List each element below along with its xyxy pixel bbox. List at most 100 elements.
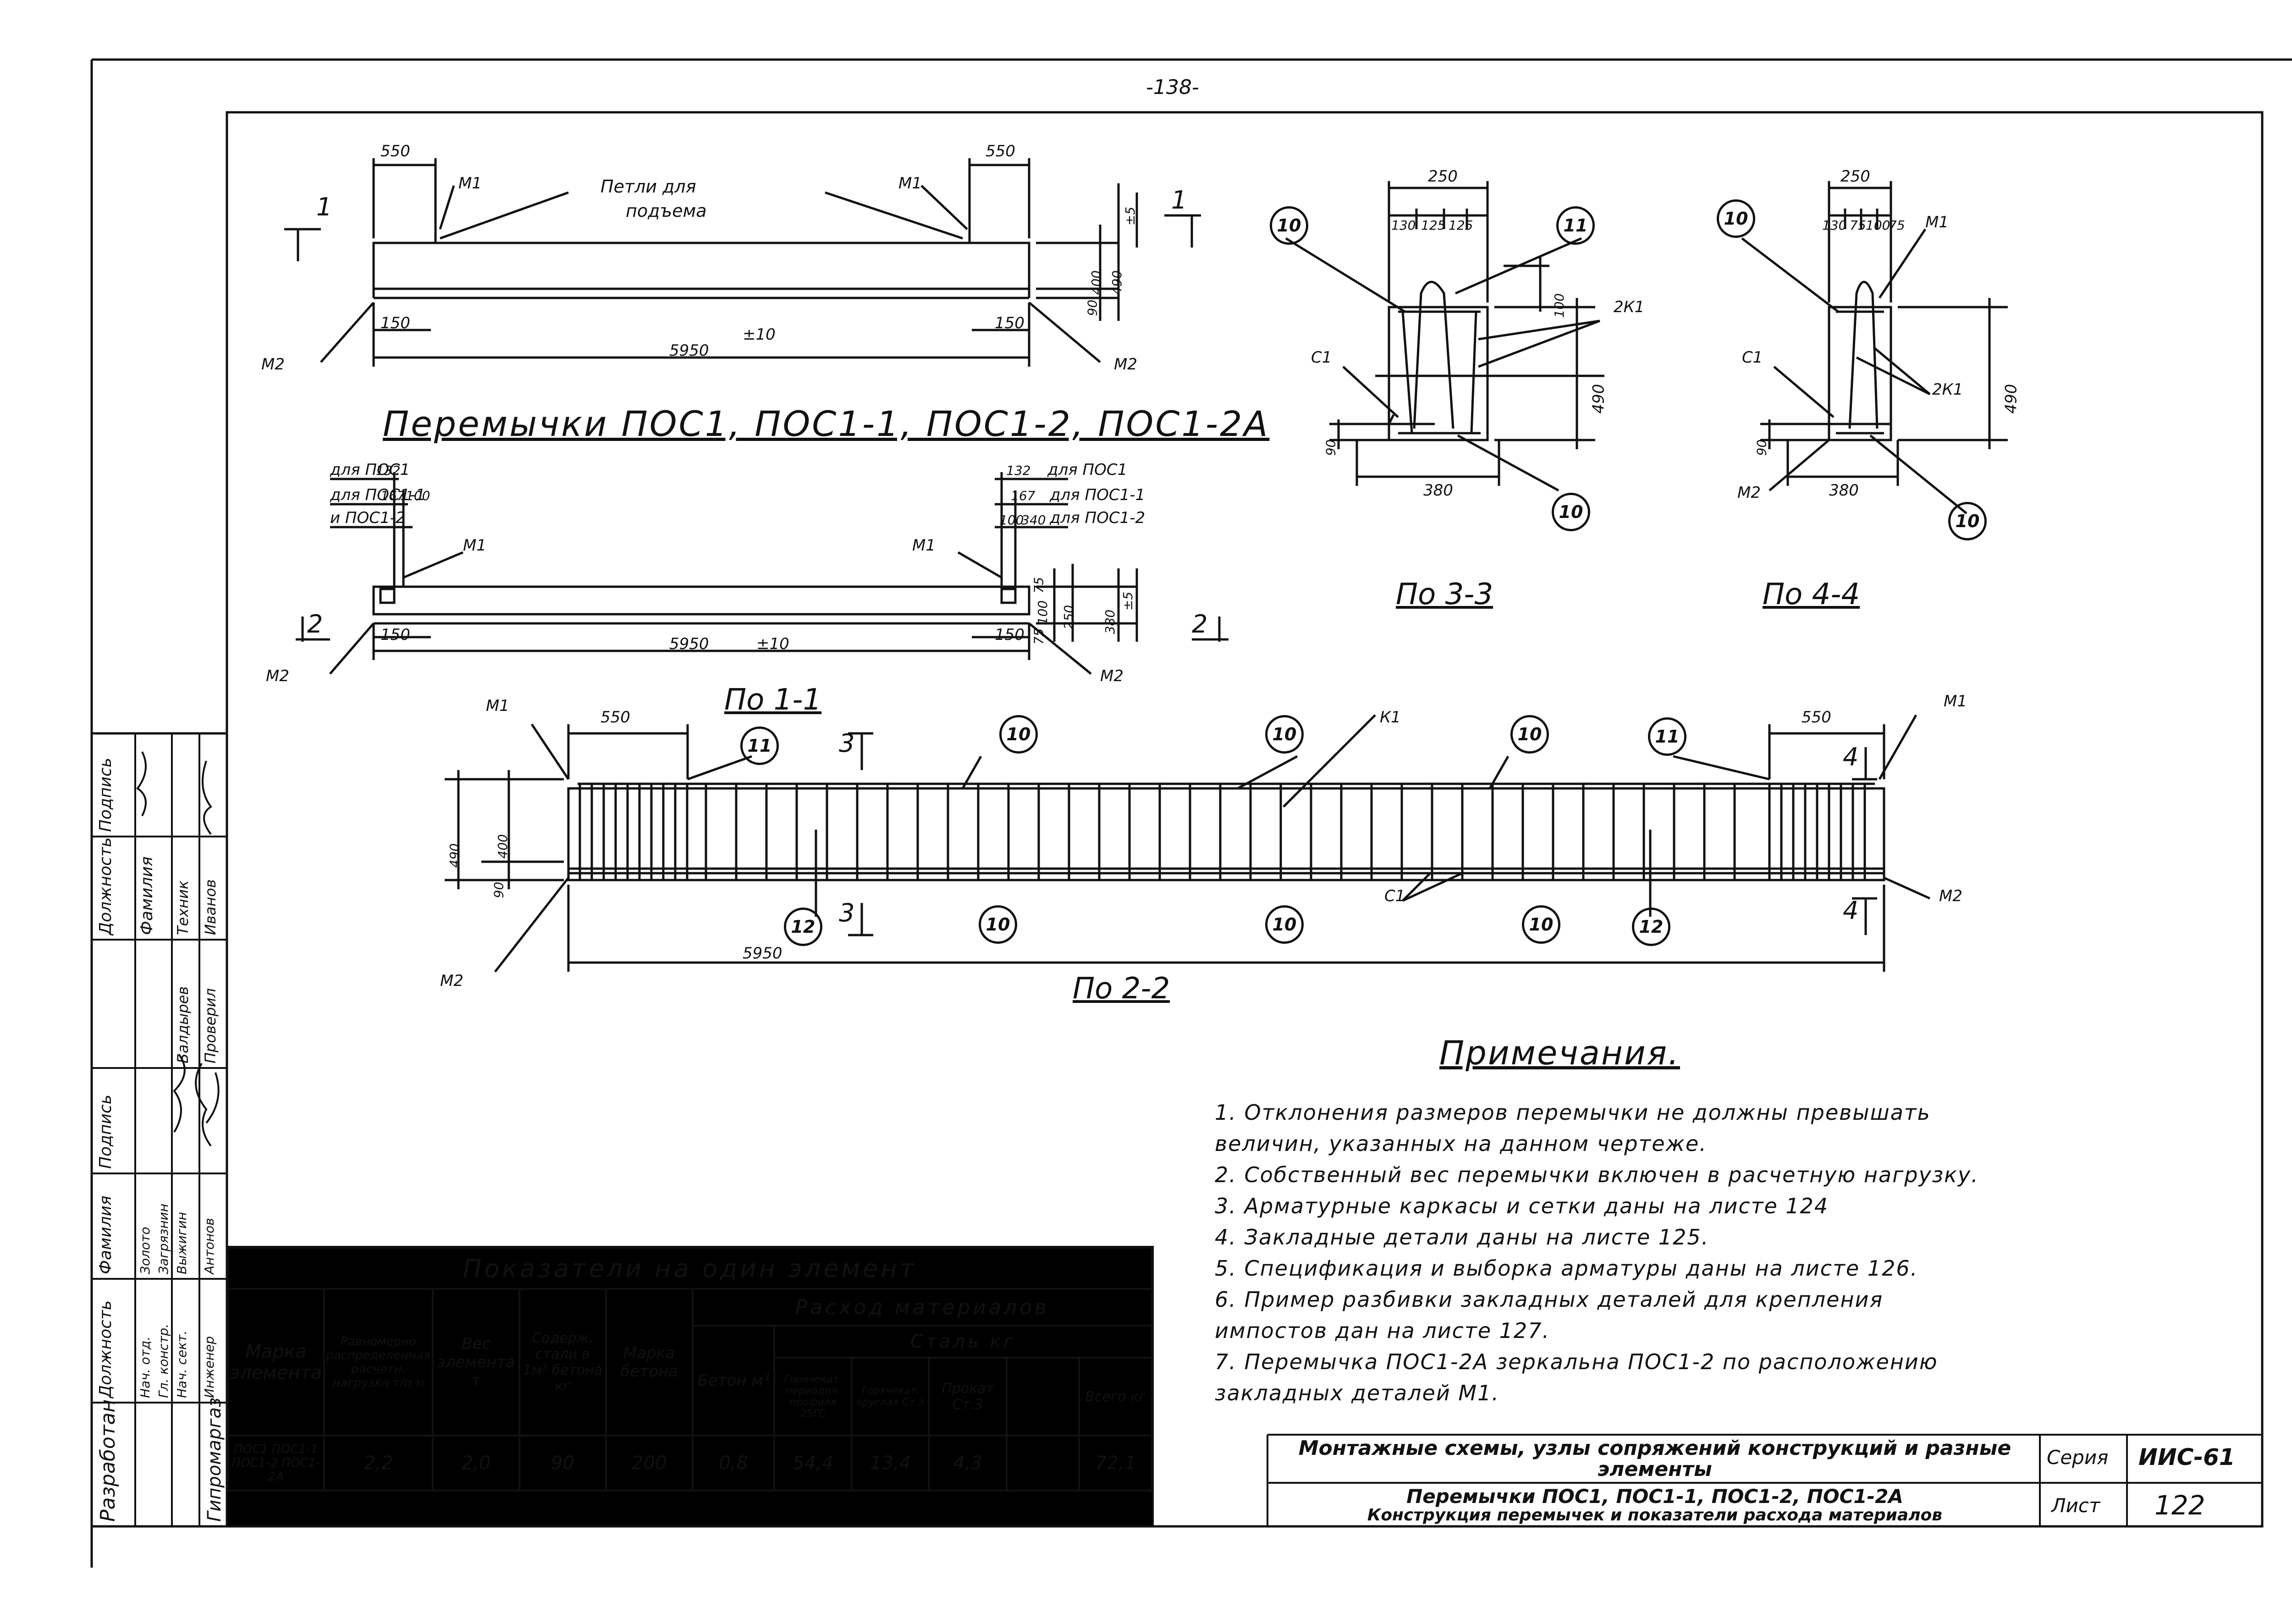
- s33-2k1: 2К1: [1614, 298, 1645, 316]
- col-weight: Вес элемента т: [432, 1288, 520, 1437]
- s11-d90: 90: [491, 881, 507, 898]
- s44-d490: 490: [2002, 384, 2021, 414]
- dim-400: 400: [1089, 270, 1104, 295]
- s33-d130: 130: [1391, 218, 1416, 233]
- s11-m1-right: М1: [1944, 692, 1967, 710]
- note-line: 6. Пример разбивки закладных деталей для…: [1215, 1287, 1884, 1312]
- drawing-title: Перемычки ПОС1, ПОС1-1, ПОС1-2, ПОС1-2А: [383, 403, 1270, 444]
- plan-d75-bottom: 75: [1031, 628, 1047, 645]
- s33-d100: 100: [1552, 293, 1567, 318]
- s44-c1: С1: [1742, 348, 1763, 367]
- s33-mark-10-top: 10: [1270, 206, 1308, 245]
- row-load: 2,2: [323, 1435, 434, 1492]
- mark-12-right: 12: [1632, 908, 1670, 946]
- s44-m2: М2: [1737, 484, 1761, 502]
- plan-d132-right: 132: [1006, 463, 1031, 478]
- mark-10-e: 10: [1265, 905, 1304, 944]
- s11-cut3-bottom: 3: [839, 898, 855, 927]
- sheet-value: 122: [2154, 1490, 2205, 1521]
- s44-d75a: 75: [1850, 218, 1866, 233]
- dim-150-left: 150: [380, 314, 410, 332]
- s11-cut4-bottom: 4: [1843, 896, 1859, 925]
- plan-d5: ±5: [1120, 591, 1136, 611]
- section-mark-1-left: 1: [316, 193, 332, 221]
- s44-d100: 100: [1866, 218, 1890, 233]
- plan-for-pos1-2-right: для ПОС1-2: [1050, 509, 1146, 527]
- row-hot-round: 13,4: [851, 1435, 930, 1492]
- loop-label-line1: Петли для: [601, 176, 696, 197]
- col-steel: Содерж. стали в 1м³ бетона кг: [518, 1288, 607, 1437]
- s11-d550-right: 550: [1802, 708, 1831, 727]
- cage-bars: [579, 785, 1866, 879]
- s44-mark-10-bottom: 10: [1948, 502, 1987, 540]
- s44-m1: М1: [1925, 213, 1949, 231]
- title-block-line1: Монтажные схемы, узлы сопряжений констру…: [1298, 1436, 2011, 1481]
- dim-5950: 5950: [669, 341, 709, 360]
- group-materials: Расход материалов: [691, 1288, 1153, 1327]
- m2-label-left: М2: [261, 355, 285, 374]
- s44-d250: 250: [1840, 167, 1870, 186]
- note-line: 4. Закладные детали даны на листе 125.: [1215, 1225, 1709, 1250]
- col-mark: Марка элемента: [227, 1288, 325, 1437]
- mark-11-right: 11: [1648, 717, 1686, 756]
- title-block-line3: Конструкция перемычек и показатели расхо…: [1367, 1506, 1943, 1525]
- row-marks: ПОС1 ПОС1-1 ПОС1-2 ПОС1-2А: [227, 1435, 325, 1492]
- sheet-label: Лист: [2051, 1494, 2100, 1517]
- note-line: импостов дан на листе 127.: [1215, 1318, 1550, 1343]
- signature-1: [136, 751, 147, 816]
- loop-label-line2: подъема: [626, 201, 707, 221]
- s33-d90: 90: [1323, 439, 1339, 456]
- section-4-4-title: По 4-4: [1763, 578, 1860, 611]
- plan-d340: 340: [1021, 512, 1046, 528]
- m1-label-left: М1: [458, 174, 482, 193]
- plan-d100-left: 100: [406, 488, 430, 503]
- dim-pm5: ±5: [1123, 206, 1138, 226]
- row-hot-periodic: 54,4: [773, 1435, 853, 1492]
- group-steel: Сталь кг: [773, 1325, 1153, 1359]
- page-number: -138-: [1146, 76, 1199, 99]
- col-concrete: Бетон м³: [691, 1325, 776, 1437]
- signature-2: [202, 760, 212, 835]
- plan-d100: 100: [1035, 600, 1051, 625]
- plan-m2-left: М2: [266, 667, 289, 685]
- dim-490: 490: [1109, 270, 1125, 295]
- plan-m1-right: М1: [912, 536, 936, 555]
- s44-2k1: 2К1: [1932, 380, 1963, 399]
- s11-d400: 400: [495, 834, 511, 859]
- series-value: ИИС-61: [2138, 1444, 2235, 1470]
- col-empty: [1005, 1357, 1080, 1437]
- note-line: 5. Спецификация и выборка арматуры даны …: [1215, 1256, 1918, 1281]
- plan-m1-left: М1: [463, 536, 486, 555]
- s33-mark-11: 11: [1556, 206, 1595, 245]
- plan-d100-right: 100: [999, 512, 1024, 528]
- plan-for-pos1-1-right: для ПОС1-1: [1050, 486, 1146, 504]
- mark-12-left: 12: [784, 908, 822, 946]
- s44-d75b: 75: [1889, 218, 1905, 233]
- note-line: 7. Перемычка ПОС1-2А зеркальна ПОС1-2 по…: [1215, 1349, 1938, 1374]
- mark-10-d: 10: [979, 905, 1017, 944]
- s44-d90: 90: [1754, 439, 1769, 456]
- note-line: 1. Отклонения размеров перемычки не долж…: [1215, 1100, 1931, 1125]
- signature-3: [173, 1053, 186, 1133]
- plan-m2-right: М2: [1100, 667, 1124, 685]
- note-line: закладных деталей М1.: [1215, 1381, 1499, 1405]
- row-total: 72,1: [1078, 1435, 1153, 1492]
- col-concrete-mark: Марка бетона: [605, 1288, 694, 1437]
- signature-5: [205, 1072, 220, 1124]
- notes-list: 1. Отклонения размеров перемычки не долж…: [1215, 1100, 1979, 1412]
- col-load: Равномерно распределенная расчетн. нагру…: [323, 1288, 434, 1437]
- mark-11-left: 11: [740, 727, 779, 765]
- signature-scribbles: [136, 751, 220, 1147]
- row-empty: [1005, 1435, 1080, 1492]
- indicators-table: Показатели на один элемент Марка элемент…: [227, 1247, 1153, 1526]
- row-weight: 2,0: [432, 1435, 520, 1492]
- s11-cut3-top: 3: [839, 729, 855, 758]
- col-total: Всего кг: [1078, 1357, 1153, 1437]
- s33-c1: С1: [1311, 348, 1332, 367]
- s33-d380: 380: [1423, 481, 1453, 500]
- s44-mark-10-top: 10: [1717, 199, 1755, 238]
- s11-m2-right: М2: [1939, 887, 1962, 905]
- plan-for-pos1-left: для ПОС1: [330, 461, 410, 479]
- plan-d132-left: 132: [376, 463, 401, 478]
- s11-k1: К1: [1380, 708, 1401, 727]
